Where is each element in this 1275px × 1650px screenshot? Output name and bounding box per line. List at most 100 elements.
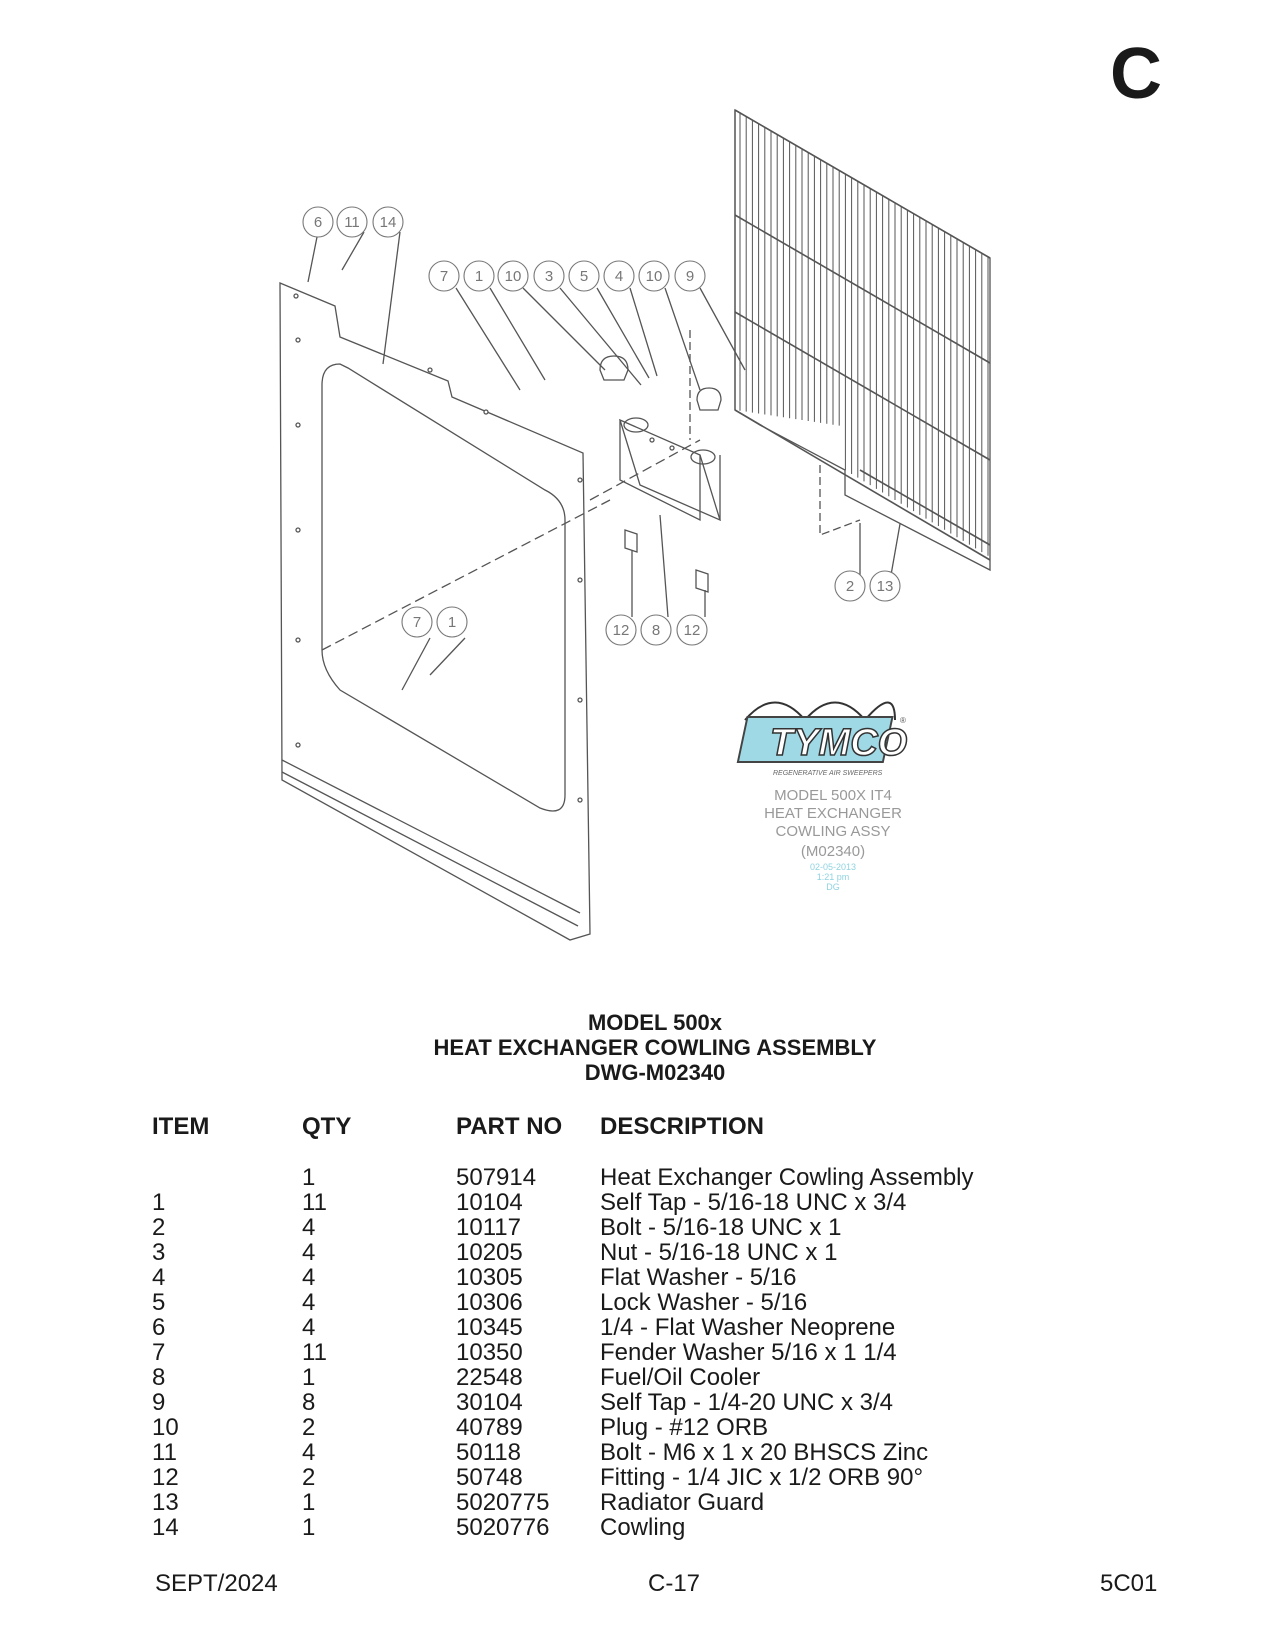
cell-description: Fender Washer 5/16 x 1 1/4 <box>600 1339 897 1366</box>
cell-description: Self Tap - 5/16-18 UNC x 3/4 <box>600 1189 907 1216</box>
logo-brand-text: TYMCO <box>770 722 907 764</box>
title-assembly: HEAT EXCHANGER COWLING ASSEMBLY <box>433 1035 877 1060</box>
header-item: ITEM <box>152 1113 210 1140</box>
item-balloon: 6 <box>302 206 334 238</box>
footer-code: 5C01 <box>1100 1570 1158 1597</box>
item-balloon: 14 <box>372 206 404 238</box>
drawing-stamp-line: DG <box>826 882 840 892</box>
item-balloon: 4 <box>603 260 635 292</box>
cell-qty: 2 <box>302 1414 316 1441</box>
cell-item: 12 <box>152 1464 179 1491</box>
tymco-logo: TYMCO ® REGENERATIVE AIR SWEEPERS <box>736 701 908 777</box>
cell-part-no: 10306 <box>456 1289 523 1316</box>
cell-description: Fitting - 1/4 JIC x 1/2 ORB 90° <box>600 1464 924 1491</box>
item-balloon: 12 <box>676 614 708 646</box>
footer-page-number: C-17 <box>648 1570 701 1597</box>
cowling-panel <box>279 282 591 941</box>
cell-description: Radiator Guard <box>600 1489 765 1516</box>
cell-part-no: 507914 <box>456 1164 537 1191</box>
drawing-label: MODEL 500X IT4 HEAT EXCHANGER COWLING AS… <box>764 787 902 892</box>
cell-description: Bolt - 5/16-18 UNC x 1 <box>600 1214 842 1241</box>
balloon-label: 1 <box>475 268 483 285</box>
cell-description: Flat Washer - 5/16 <box>600 1264 797 1291</box>
item-balloon: 1 <box>463 260 495 292</box>
cell-qty: 2 <box>302 1464 316 1491</box>
cell-qty: 1 <box>302 1164 316 1191</box>
logo-tagline: REGENERATIVE AIR SWEEPERS <box>773 770 883 777</box>
cell-item: 6 <box>152 1314 166 1341</box>
item-balloon: 5 <box>568 260 600 292</box>
balloon-label: 8 <box>652 622 660 639</box>
cell-qty: 4 <box>302 1439 316 1466</box>
cell-qty: 1 <box>302 1514 316 1541</box>
balloon-label: 11 <box>344 214 360 231</box>
cell-qty: 1 <box>302 1489 316 1516</box>
drawing-label-line: HEAT EXCHANGER <box>764 805 902 822</box>
cell-item: 5 <box>152 1289 166 1316</box>
balloon-label: 13 <box>877 578 894 595</box>
item-balloon: 12 <box>605 614 637 646</box>
cell-description: Fuel/Oil Cooler <box>600 1364 761 1391</box>
balloon-label: 5 <box>580 268 588 285</box>
cell-item: 8 <box>152 1364 166 1391</box>
cell-part-no: 10104 <box>456 1189 523 1216</box>
cell-description: Cowling <box>600 1514 686 1541</box>
cell-item: 4 <box>152 1264 166 1291</box>
item-balloon: 8 <box>640 614 672 646</box>
cell-qty: 4 <box>302 1239 316 1266</box>
item-balloon: 10 <box>497 260 529 292</box>
cell-qty: 4 <box>302 1314 316 1341</box>
table-row: 11 4 50118 Bolt - M6 x 1 x 20 BHSCS Zinc <box>0 1440 1275 1465</box>
table-row: 10 2 40789 Plug - #12 ORB <box>0 1415 1275 1440</box>
item-balloon: 13 <box>869 570 901 602</box>
cell-qty: 8 <box>302 1389 316 1416</box>
cell-part-no: 5020776 <box>456 1514 550 1541</box>
cell-item: 11 <box>152 1439 177 1466</box>
balloon-label: 3 <box>545 268 553 285</box>
balloon-label: 2 <box>846 578 854 595</box>
cell-qty: 11 <box>302 1339 327 1366</box>
cell-part-no: 10205 <box>456 1239 523 1266</box>
cell-qty: 4 <box>302 1289 316 1316</box>
balloon-label: 12 <box>613 622 630 639</box>
item-balloon: 11 <box>336 206 368 238</box>
balloon-label: 14 <box>380 214 397 231</box>
drawing-label-line: (M02340) <box>801 843 865 860</box>
drawing-stamp-line: 1:21 pm <box>817 872 850 882</box>
balloon-label: 7 <box>413 614 421 631</box>
cell-item: 3 <box>152 1239 166 1266</box>
balloon-label: 6 <box>314 214 322 231</box>
item-balloon: 1 <box>436 606 468 638</box>
cell-part-no: 40789 <box>456 1414 523 1441</box>
balloon-label: 10 <box>646 268 663 285</box>
item-balloon: 7 <box>401 606 433 638</box>
drawing-label-line: MODEL 500X IT4 <box>774 787 892 804</box>
balloon-label: 7 <box>440 268 448 285</box>
item-balloon: 2 <box>834 570 866 602</box>
cell-part-no: 30104 <box>456 1389 523 1416</box>
balloon-label: 9 <box>686 268 694 285</box>
heat-exchanger-block <box>618 417 722 522</box>
cell-description: Bolt - M6 x 1 x 20 BHSCS Zinc <box>600 1439 929 1466</box>
cell-part-no: 10117 <box>456 1214 521 1241</box>
cell-description: Self Tap - 1/4-20 UNC x 3/4 <box>600 1389 894 1416</box>
table-row: 9 8 30104 Self Tap - 1/4-20 UNC x 3/4 <box>0 1390 1275 1415</box>
cell-part-no: 22548 <box>456 1364 523 1391</box>
cell-item: 10 <box>152 1414 179 1441</box>
cell-item: 7 <box>152 1339 166 1366</box>
cell-item: 9 <box>152 1389 166 1416</box>
cell-description: Plug - #12 ORB <box>600 1414 769 1441</box>
balloon-label: 12 <box>684 622 701 639</box>
cell-part-no: 50118 <box>456 1439 521 1466</box>
